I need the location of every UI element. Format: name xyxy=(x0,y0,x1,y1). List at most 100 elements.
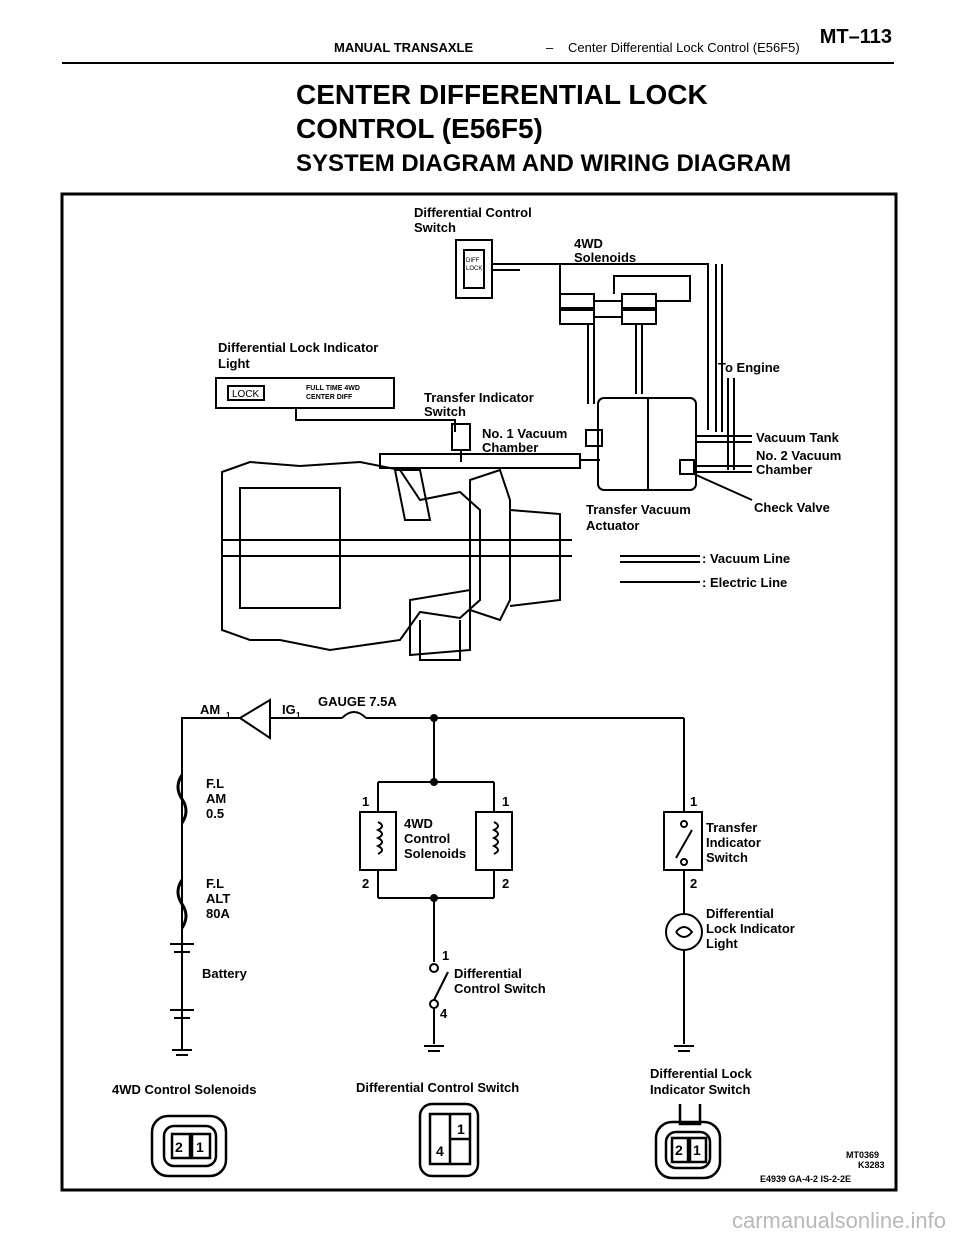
diff-control-switch-face xyxy=(463,249,485,289)
connector3-shell xyxy=(654,1120,722,1180)
differential-case xyxy=(239,487,341,609)
figure-frame xyxy=(60,192,898,1192)
ig1-label: IG xyxy=(282,702,296,717)
solenoids-label-2: Control xyxy=(404,831,450,846)
no2-chamber-label-1: No. 2 Vacuum xyxy=(756,448,841,463)
page-header: MANUAL TRANSAXLE – Center Differential L… xyxy=(62,22,894,64)
section-name: MANUAL TRANSAXLE xyxy=(334,40,474,55)
transaxle-case xyxy=(221,460,481,652)
solenoid-pin1-right: 1 xyxy=(502,794,509,809)
full-time-text-2: CENTER DIFF xyxy=(306,394,353,401)
diff-switch-label-2: Control Switch xyxy=(454,981,546,996)
legend-vacuum: : Vacuum Line xyxy=(702,551,790,566)
indicator-light-label-2: Lock Indicator xyxy=(706,921,795,936)
connector2-label: Differential Control Switch xyxy=(356,1080,519,1095)
transfer-indicator-label-2: Switch xyxy=(424,404,466,419)
full-time-text-1: FULL TIME 4WD xyxy=(306,385,360,392)
switch-face-1: DIFF xyxy=(466,258,480,264)
solenoid-coil-2 xyxy=(475,811,513,871)
solenoid-2a xyxy=(621,293,657,309)
system-diagram xyxy=(215,239,753,661)
solenoids-label-1: 4WD xyxy=(574,236,603,251)
solenoid-1a xyxy=(559,293,595,309)
actuator-label-2: Actuator xyxy=(586,518,639,533)
diff-control-switch-label-2: Switch xyxy=(414,220,456,235)
watermark: carmanualsonline.info xyxy=(731,1208,946,1233)
diff-switch-label-1: Differential xyxy=(454,966,522,981)
am1-label: AM xyxy=(200,702,220,717)
fl2-label-1: F.L xyxy=(206,876,224,891)
header-separator: – xyxy=(546,40,554,55)
connector1-shell xyxy=(150,1114,228,1178)
lock-lamp xyxy=(227,385,265,401)
battery-label: Battery xyxy=(202,966,248,981)
switch-face-2: LOCK xyxy=(466,266,482,272)
c2-pin-b: 4 xyxy=(436,1143,444,1159)
c1-pin-a: 2 xyxy=(175,1139,183,1155)
transfer-pin2: 2 xyxy=(690,876,697,891)
c3-pin-b: 1 xyxy=(693,1142,701,1158)
transfer-switch-label-3: Switch xyxy=(706,850,748,865)
fl2-label-2: ALT xyxy=(206,891,230,906)
ignition-switch xyxy=(238,698,271,740)
indicator-light-label-1: Differential Lock Indicator xyxy=(218,340,378,355)
check-valve-label: Check Valve xyxy=(754,500,830,515)
shift-rod xyxy=(379,453,581,469)
solenoids-label-3: Solenoids xyxy=(404,846,466,861)
no1-chamber-label-2: Chamber xyxy=(482,440,538,455)
solenoids-label-1: 4WD xyxy=(404,816,433,831)
fl1-label-1: F.L xyxy=(206,776,224,791)
page-number: MT–113 xyxy=(819,26,892,48)
diff-control-switch-label-1: Differential Control xyxy=(414,205,532,220)
connector3-latch xyxy=(678,1104,702,1126)
fl1-label-3: 0.5 xyxy=(206,806,224,821)
to-engine-label: To Engine xyxy=(718,360,780,375)
c2-pin-a: 1 xyxy=(457,1121,465,1137)
transfer-pin1: 1 xyxy=(690,794,697,809)
legend-electric: : Electric Line xyxy=(702,575,787,590)
c1-pin-b: 1 xyxy=(196,1139,204,1155)
transfer-switch-label-2: Indicator xyxy=(706,835,761,850)
indicator-lamp xyxy=(665,913,703,951)
no1-vacuum-chamber xyxy=(585,429,603,447)
solenoids-label-2: Solenoids xyxy=(574,250,636,265)
gauge-fuse xyxy=(341,711,367,719)
connector3-label-2: Indicator Switch xyxy=(650,1082,750,1097)
fl1-label-2: AM xyxy=(206,791,226,806)
code-2: K3283 xyxy=(858,1160,885,1170)
diff-switch-pin1: 1 xyxy=(442,948,449,963)
indicator-light-label-1: Differential xyxy=(706,906,774,921)
wiring-diagram xyxy=(170,698,703,1056)
solenoid-1b xyxy=(559,309,595,325)
indicator-light-label-2: Light xyxy=(218,356,250,371)
solenoid-pin2-right: 2 xyxy=(502,876,509,891)
solenoid-coil-1 xyxy=(359,811,397,871)
transfer-indicator-label-1: Transfer Indicator xyxy=(424,390,534,405)
fusible-link-alt xyxy=(176,879,188,929)
code-3: E4939 GA-4-2 IS-2-2E xyxy=(760,1174,851,1184)
indicator-light-panel xyxy=(215,377,395,409)
lock-lamp-text: LOCK xyxy=(232,389,260,400)
vacuum-tank-label: Vacuum Tank xyxy=(756,430,840,445)
indicator-light-label-3: Light xyxy=(706,936,738,951)
no2-chamber-label-2: Chamber xyxy=(756,462,812,477)
diff-switch-pin4: 4 xyxy=(440,1006,448,1021)
actuator-label-1: Transfer Vacuum xyxy=(586,502,691,517)
page-title-line1: CENTER DIFFERENTIAL LOCK xyxy=(296,79,708,110)
no1-chamber-label-1: No. 1 Vacuum xyxy=(482,426,567,441)
c3-pin-a: 2 xyxy=(675,1142,683,1158)
page-subtitle: SYSTEM DIAGRAM AND WIRING DIAGRAM xyxy=(296,150,792,177)
am1-subscript: 1 xyxy=(226,711,231,720)
fusible-link-am1 xyxy=(176,774,188,824)
connector1-label: 4WD Control Solenoids xyxy=(112,1082,256,1097)
solenoid-pin2-left: 2 xyxy=(362,876,369,891)
connector2-shell xyxy=(418,1102,480,1178)
page-title-line2: CONTROL (E56F5) xyxy=(296,113,543,144)
solenoid-pin1-left: 1 xyxy=(362,794,369,809)
solenoid-2b xyxy=(621,309,657,325)
transfer-switch-label-1: Transfer xyxy=(706,820,757,835)
subsection-name: Center Differential Lock Control (E56F5) xyxy=(568,40,800,55)
code-1: MT0369 xyxy=(846,1150,879,1160)
ig1-subscript: 1 xyxy=(296,711,301,720)
